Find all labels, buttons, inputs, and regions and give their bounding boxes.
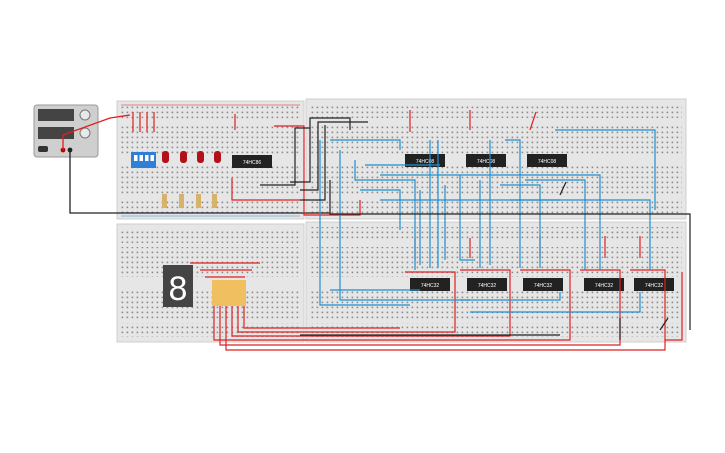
voltage-knob-icon[interactable] xyxy=(79,109,91,121)
svg-text:74HC08: 74HC08 xyxy=(416,159,435,165)
resistor-icon xyxy=(179,194,184,208)
chip-u4[interactable]: 74HC08 xyxy=(527,154,567,167)
chip-u7[interactable]: 74HC32 xyxy=(523,278,563,291)
resistor-icon xyxy=(162,194,167,208)
ground-wires[interactable] xyxy=(260,117,691,340)
chip-u6[interactable]: 74HC32 xyxy=(467,278,507,291)
display-digit: 8 xyxy=(169,270,188,308)
led-icon xyxy=(197,151,204,163)
current-knob-icon[interactable] xyxy=(79,127,91,139)
led-icon xyxy=(180,151,187,163)
svg-text:74HC32: 74HC32 xyxy=(645,283,664,289)
resistor-row xyxy=(162,194,217,208)
power-switch[interactable] xyxy=(38,146,48,152)
power-wires[interactable] xyxy=(132,110,683,351)
svg-text:74HC32: 74HC32 xyxy=(421,283,440,289)
resistor-icon xyxy=(212,194,217,208)
svg-text:74HC08: 74HC08 xyxy=(477,159,496,165)
chip-u8[interactable]: 74HC32 xyxy=(584,278,624,291)
resistor-icon xyxy=(196,194,201,208)
dip-switch-icon[interactable] xyxy=(131,152,156,168)
svg-text:74HC32: 74HC32 xyxy=(478,283,497,289)
svg-text:74HC86: 74HC86 xyxy=(243,160,262,166)
current-display xyxy=(38,127,74,139)
svg-text:74HC08: 74HC08 xyxy=(538,159,557,165)
seven-segment-display: 8 xyxy=(163,265,193,308)
signal-wires[interactable] xyxy=(319,129,656,313)
chip-u1[interactable]: 74HC86 xyxy=(232,155,272,168)
voltage-display xyxy=(38,109,74,121)
chip-u3[interactable]: 74HC08 xyxy=(466,154,506,167)
led-icon xyxy=(162,151,169,163)
supply-wires[interactable] xyxy=(62,114,330,214)
breadboard-bottom-left[interactable] xyxy=(116,223,305,343)
led-row xyxy=(162,151,221,163)
chip-u2[interactable]: 74HC08 xyxy=(405,154,445,167)
power-supply[interactable] xyxy=(33,104,99,158)
chip-u9[interactable]: 74HC32 xyxy=(634,278,674,291)
svg-text:74HC32: 74HC32 xyxy=(534,283,553,289)
svg-text:74HC32: 74HC32 xyxy=(595,283,614,289)
led-icon xyxy=(214,151,221,163)
chip-u5[interactable]: 74HC32 xyxy=(410,278,450,291)
display-resistor-row xyxy=(212,280,246,306)
